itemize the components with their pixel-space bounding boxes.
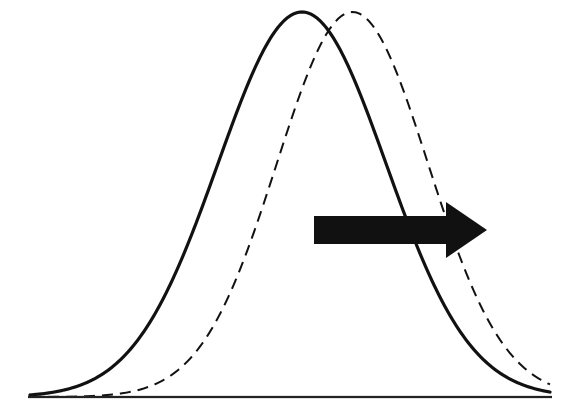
shift-right-arrow-icon (314, 202, 487, 258)
original-distribution-curve (28, 10, 552, 397)
